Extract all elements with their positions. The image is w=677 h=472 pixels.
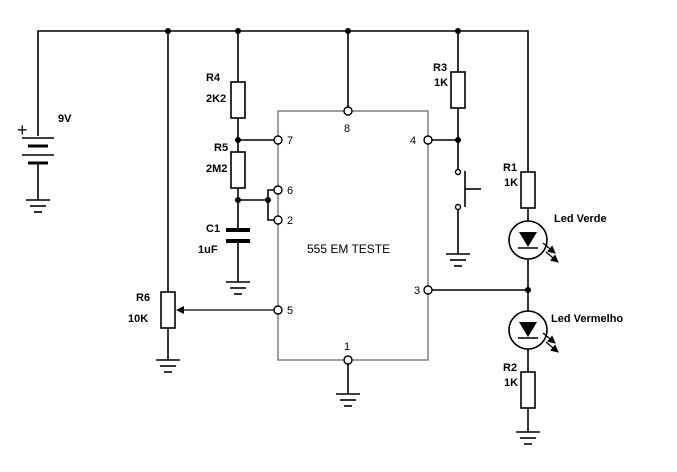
- c1-capacitor: C1 1uF: [198, 223, 250, 282]
- r1-ref-label: R1: [503, 162, 517, 174]
- pin-5-terminal: [273, 305, 283, 315]
- r3-ref-label: R3: [433, 62, 447, 74]
- supply-rail: [37, 30, 529, 172]
- r2-ground-icon: [516, 431, 540, 445]
- pin-3-terminal: [423, 285, 433, 295]
- r6-ref-label: R6: [136, 292, 150, 304]
- c1-ground-icon: [226, 281, 250, 295]
- r1-resistor: R1 1K: [503, 162, 536, 221]
- pin-2-terminal: [273, 215, 283, 225]
- led-green: Led Verde: [508, 213, 607, 263]
- c1-ref-label: C1: [206, 223, 220, 235]
- r6-potentiometer: R6 10K: [128, 31, 278, 360]
- led-green-label: Led Verde: [554, 213, 607, 225]
- pin-4-terminal: [423, 135, 433, 145]
- junction-dots: [165, 28, 531, 293]
- r5-value-label: 2M2: [206, 163, 227, 175]
- ic-555-body: 555 EM TESTE: [277, 110, 429, 361]
- pin-8-terminal: [343, 106, 353, 116]
- battery-voltage-label: 9V: [58, 113, 72, 125]
- r3-value-label: 1K: [434, 77, 448, 89]
- pin-6-label: 6: [287, 185, 293, 197]
- pin-1-terminal: [343, 355, 353, 365]
- pin-4-label: 4: [410, 135, 416, 147]
- pin6-pin2-link: [238, 189, 278, 221]
- led-red-label: Led Vermelho: [551, 313, 623, 325]
- battery-plus-sign: +: [17, 120, 28, 140]
- r4-resistor: R4 2K2: [206, 31, 246, 152]
- pin-7-label: 7: [287, 135, 293, 147]
- pin-5-label: 5: [287, 305, 293, 317]
- pin-6-terminal: [273, 185, 283, 195]
- r3-resistor: R3 1K: [433, 31, 466, 170]
- c1-value-label: 1uF: [198, 244, 218, 256]
- pin-2-label: 2: [287, 215, 293, 227]
- r1-value-label: 1K: [504, 177, 518, 189]
- r2-value-label: 1K: [504, 377, 518, 389]
- pin-7-terminal: [273, 135, 283, 145]
- led-red: Led Vermelho: [508, 310, 623, 353]
- pin-1-label: 1: [344, 341, 350, 353]
- ic-name-label: 555 EM TESTE: [307, 242, 390, 256]
- r6-ground-icon: [156, 359, 180, 373]
- pin-8-label: 8: [344, 123, 350, 135]
- r2-resistor: R2 1K: [503, 349, 536, 432]
- battery: + 9V: [17, 113, 72, 200]
- battery-ground-icon: [26, 199, 50, 213]
- button-ground-icon: [446, 253, 470, 267]
- r4-ref-label: R4: [206, 72, 221, 84]
- r5-ref-label: R5: [214, 142, 228, 154]
- r4-value-label: 2K2: [206, 93, 226, 105]
- reset-pushbutton: [454, 168, 481, 254]
- pin-number-labels: 7 6 2 5 8 1 4 3: [287, 123, 420, 353]
- r6-value-label: 10K: [128, 313, 148, 325]
- r5-resistor: R5 2M2: [206, 142, 246, 230]
- ic-pins: [273, 106, 433, 365]
- r2-ref-label: R2: [503, 362, 517, 374]
- output-link: [428, 259, 529, 311]
- pin-3-label: 3: [414, 285, 420, 297]
- ic-ground-icon: [336, 393, 360, 407]
